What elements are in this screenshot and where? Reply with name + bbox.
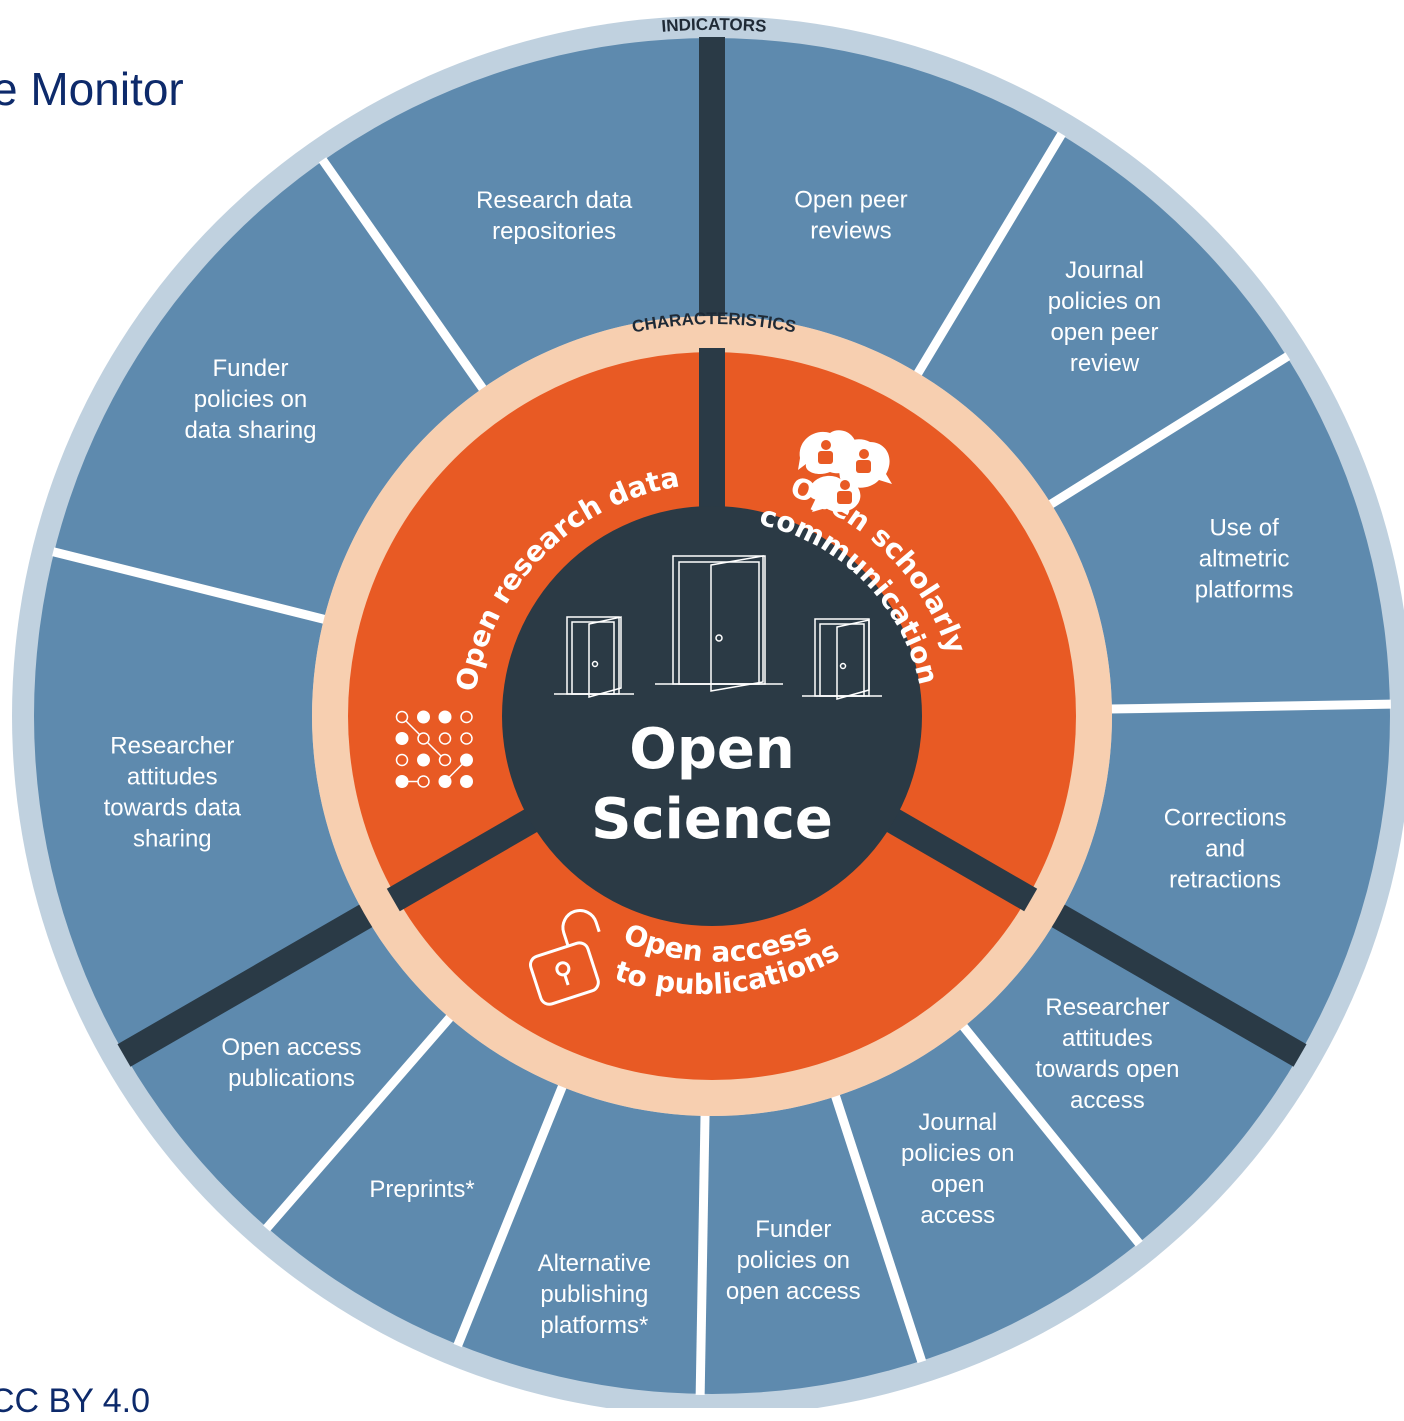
characteristic-boundary-divider [1050, 903, 1307, 1067]
indicators-ring-label: INDICATORS [661, 15, 767, 36]
indicator-divider [318, 157, 488, 393]
data-grid-icon [395, 710, 473, 788]
data-dot-filled [460, 775, 473, 788]
open-padlock-icon [528, 909, 601, 1006]
data-dot-filled [438, 710, 452, 724]
data-dot-empty [460, 710, 473, 724]
core-title-line1: Open [629, 717, 795, 782]
data-dot-empty [438, 753, 452, 767]
data-dot-empty [460, 732, 473, 745]
indicator-dividers [52, 37, 1391, 1395]
indicator-divider [263, 1013, 455, 1232]
data-dot-filled [438, 775, 452, 788]
data-dot-empty [417, 732, 430, 745]
data-dot-empty [395, 710, 409, 724]
data-dot-filled [460, 753, 473, 767]
indicator-divider [1047, 352, 1291, 509]
characteristic-boundary-divider [117, 903, 374, 1067]
indicator-divider [830, 1093, 927, 1364]
data-dot-filled [417, 753, 430, 767]
characteristic-divider [878, 804, 1038, 912]
data-dot-filled [395, 732, 409, 745]
indicator-divider [52, 547, 327, 625]
indicator-divider [453, 1083, 568, 1348]
discussion-people-icon [798, 430, 892, 512]
data-dot-empty [438, 732, 452, 745]
data-dot-empty [417, 775, 430, 788]
data-dot-filled [395, 775, 409, 788]
page-title: e Monitor [0, 63, 184, 115]
indicator-divider [695, 1113, 710, 1395]
indicator-divider [1109, 699, 1391, 714]
characteristic-divider [386, 804, 546, 912]
indicator-divider [958, 1022, 1143, 1247]
indicator-sectors [33, 38, 1390, 1394]
indicator-label: Preprints* [369, 1176, 474, 1203]
core-title-line2: Science [591, 787, 833, 852]
indicator-band [33, 38, 1390, 1394]
doors-icon [554, 555, 882, 700]
open-science-core [502, 506, 922, 926]
characteristic-dividers [386, 348, 1038, 912]
data-dot-empty [395, 753, 409, 767]
data-dot-filled [417, 710, 430, 724]
indicator-divider [913, 131, 1066, 378]
